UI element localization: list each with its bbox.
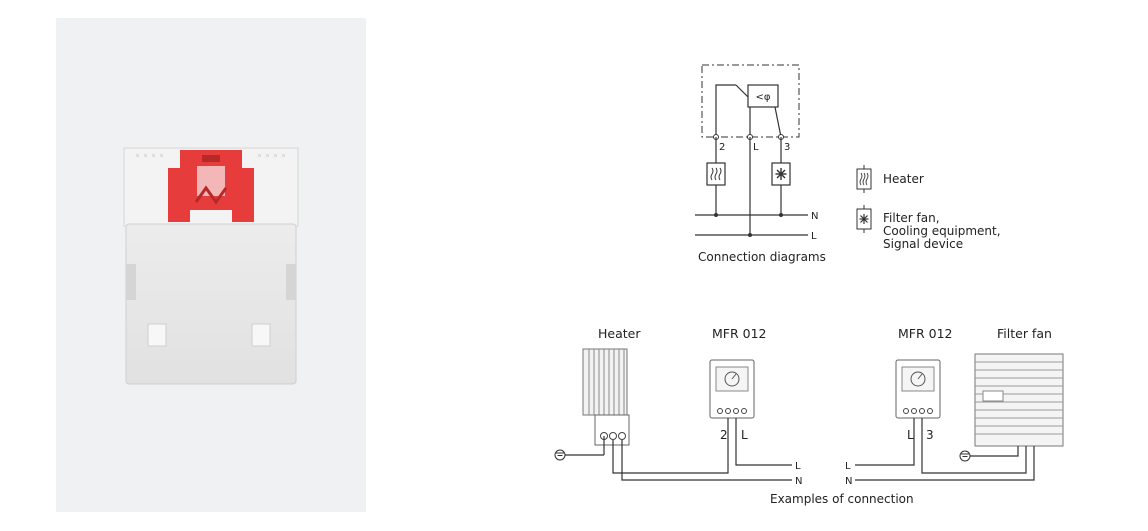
thermostat-symbol: <φ [756,92,771,103]
terminal-3-label: 3 [926,428,934,442]
rail-n-left: N [795,476,802,487]
legend-cooling-label: Cooling equipment, [883,224,1001,238]
thermostat-housing-outline [701,64,800,138]
terminal-2-label: 2 [720,428,728,442]
rail-label-n: N [811,211,818,222]
rail-l-left: L [795,461,801,472]
legend: Heater Filter fan, Cooling equipment, Si… [856,165,1001,251]
terminal-l-label-right: L [907,428,914,442]
filter-fan-title: Filter fan [997,326,1052,341]
filter-fan-device [974,353,1064,447]
thermostat-device-right [895,359,941,419]
thermostat-photo [123,147,299,385]
device-title-left: MFR 012 [712,326,767,341]
terminal-l-label-left: L [741,428,748,442]
terminal-label-3: 3 [784,142,790,153]
example-heater-connection: Heater MFR 012 2 L [554,326,802,487]
terminal-label-l: L [753,142,759,153]
device-title-right: MFR 012 [898,326,953,341]
example-fan-connection: MFR 012 Filter fan L 3 [845,326,1064,487]
wiring-diagrams: <φ 2 L 3 N L Connection diagrams [554,64,1064,506]
rail-l-right: L [845,461,851,472]
fixed-contact-2 [715,84,736,137]
connection-diagrams-caption: Connection diagrams [698,250,826,264]
connection-schematic: <φ 2 L 3 N L Connection diagrams [695,64,826,264]
product-photo-panel [56,18,366,512]
heater-device [582,348,630,446]
heater-title: Heater [598,326,641,341]
legend-signal-label: Signal device [883,237,963,251]
legend-heater-label: Heater [883,172,924,186]
rail-label-l: L [811,231,817,242]
legend-fan-label: Filter fan, [883,211,940,225]
examples-caption: Examples of connection [770,492,914,506]
rail-n-right: N [845,476,852,487]
thermostat-element [747,84,779,108]
thermostat-device-left [709,359,755,419]
terminal-label-2: 2 [719,142,725,153]
